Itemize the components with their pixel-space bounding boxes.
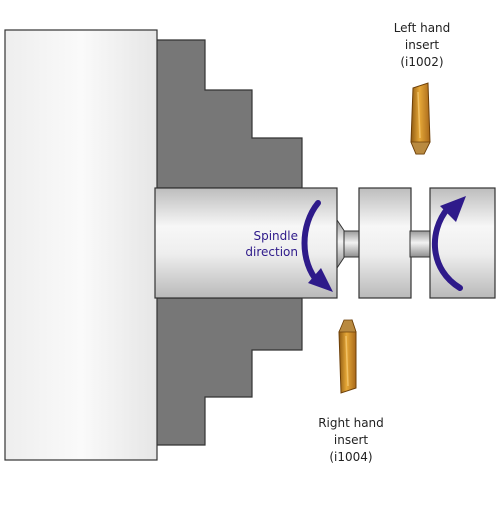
- left-hand-insert-label: Left hand insert (i1002): [380, 20, 464, 71]
- left-hand-insert-icon: [410, 82, 431, 155]
- left-groove-neck: [343, 230, 361, 258]
- left-insert-line2: insert: [404, 38, 440, 52]
- spindle-line1: Spindle: [253, 229, 298, 243]
- rotation-arrowhead-right: [440, 196, 466, 222]
- right-insert-line3: (i1004): [329, 450, 373, 464]
- right-groove-neck: [409, 230, 432, 258]
- upper-chuck-jaws: [154, 39, 303, 189]
- right-insert-line1: Right hand: [318, 416, 384, 430]
- spindle-arrowhead: [308, 268, 333, 292]
- spindle-direction-label: Spindle direction: [236, 228, 298, 260]
- right-insert-line2: insert: [333, 433, 369, 447]
- chuck-body: [4, 29, 158, 461]
- workpiece-middle-segment: [358, 187, 412, 299]
- right-hand-insert-icon: [338, 319, 357, 394]
- spindle-line2: direction: [245, 245, 298, 259]
- right-hand-insert-label: Right hand insert (i1004): [304, 415, 398, 466]
- rotation-arrow-right: [431, 205, 463, 291]
- left-insert-line3: (i1002): [400, 55, 444, 69]
- left-insert-line1: Left hand: [393, 21, 451, 35]
- spindle-direction-arrow: [301, 200, 321, 285]
- lower-chuck-jaws: [154, 297, 303, 446]
